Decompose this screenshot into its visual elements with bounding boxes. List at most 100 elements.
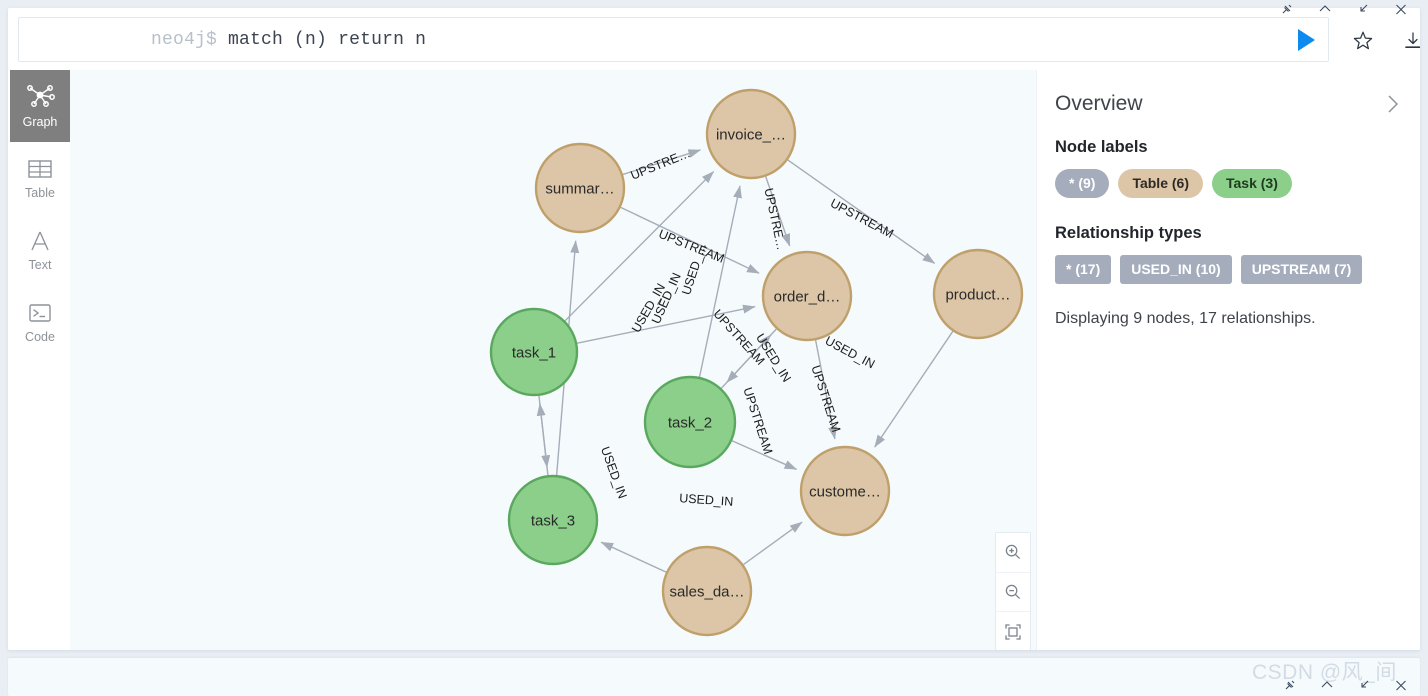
relationship-label: USED_IN xyxy=(753,331,794,384)
node-label-pill[interactable]: Table (6) xyxy=(1118,169,1203,198)
view-tab-code[interactable]: Code xyxy=(10,286,70,358)
restore-down-icon[interactable] xyxy=(1356,2,1370,16)
graph-edge[interactable] xyxy=(600,541,667,573)
graph-node[interactable]: order_d… xyxy=(761,250,853,342)
relationship-label: UPSTREAM xyxy=(808,364,843,434)
graph-edge[interactable] xyxy=(620,206,760,274)
graph-node-circle[interactable] xyxy=(507,474,599,566)
graph-node[interactable]: invoice_… xyxy=(705,88,797,180)
view-tab-code-label: Code xyxy=(25,329,55,344)
restore-down-icon[interactable] xyxy=(1357,678,1371,696)
chevron-up-icon[interactable] xyxy=(1320,678,1334,696)
graph-edge[interactable] xyxy=(874,330,954,448)
node-labels-heading: Node labels xyxy=(1055,138,1148,156)
relationship-label: USED_IN xyxy=(679,491,734,509)
pin-icon[interactable] xyxy=(1283,678,1297,696)
graph-node-circle[interactable] xyxy=(705,88,797,180)
view-tab-graph[interactable]: Graph xyxy=(10,70,70,142)
pin-icon[interactable] xyxy=(1280,2,1294,16)
relationship-type-chip[interactable]: * (17) xyxy=(1055,254,1112,284)
graph-edge[interactable] xyxy=(743,521,803,566)
relationship-label: UPSTRE… xyxy=(629,146,693,183)
chevron-up-icon[interactable] xyxy=(1318,2,1332,16)
cypher-prompt: neo4j$ xyxy=(151,29,229,50)
favorite-button[interactable] xyxy=(1350,28,1376,54)
graph-icon xyxy=(27,84,55,107)
graph-edge[interactable] xyxy=(698,185,742,378)
fit-to-screen-button[interactable] xyxy=(996,611,1030,650)
node-label-pill[interactable]: * (9) xyxy=(1055,169,1110,198)
results-pane: Graph Table Text xyxy=(8,70,1420,650)
view-tab-graph-label: Graph xyxy=(22,114,58,129)
graph-edge[interactable] xyxy=(787,159,936,265)
graph-node[interactable]: product… xyxy=(932,248,1024,340)
download-icon xyxy=(1405,32,1420,48)
query-input[interactable]: neo4j$ match (n) return n xyxy=(18,17,1329,62)
code-icon xyxy=(29,303,51,322)
nodes-layer: invoice_… summar… product… order_d… custome…… xyxy=(489,88,1024,637)
view-switcher: Graph Table Text xyxy=(10,70,71,650)
relationship-label: UPSTREAM xyxy=(828,196,896,241)
star-icon xyxy=(1353,31,1373,50)
overview-collapse-button[interactable] xyxy=(1385,92,1402,116)
relationship-type-chip-row: * (17) USED_IN (10) UPSTREAM (7) xyxy=(1055,254,1402,284)
graph-node-circle[interactable] xyxy=(489,307,579,397)
graph-zoom-controls xyxy=(995,532,1031,650)
graph-node[interactable]: task_2 xyxy=(643,375,737,469)
graph-edge[interactable] xyxy=(726,328,777,383)
overview-panel: Overview Node labels * (9) Table (6) Task … xyxy=(1036,70,1420,650)
lower-panel-strip xyxy=(8,658,1420,696)
zoom-in-icon xyxy=(1005,545,1021,560)
overview-summary: Displaying 9 nodes, 17 relationships. xyxy=(1055,309,1316,327)
bottom-window-icons xyxy=(1283,678,1428,696)
view-tab-text[interactable]: Text xyxy=(10,214,70,286)
overview-title: Overview xyxy=(1055,92,1143,115)
relationship-label: USED_… xyxy=(679,241,709,297)
graph-node-circle[interactable] xyxy=(932,248,1024,340)
node-label-pill-row: * (9) Table (6) Task (3) xyxy=(1055,169,1402,198)
view-tab-table-label: Table xyxy=(25,185,55,200)
relationship-type-chip[interactable]: UPSTREAM (7) xyxy=(1240,254,1363,284)
relationship-type-chip[interactable]: USED_IN (10) xyxy=(1120,254,1232,284)
graph-node-circle[interactable] xyxy=(661,545,753,637)
graph-node-circle[interactable] xyxy=(761,250,853,342)
close-icon[interactable] xyxy=(1394,678,1408,696)
graph-edge[interactable] xyxy=(576,304,756,344)
relationship-label: UPSTRE… xyxy=(761,187,788,252)
relationship-label: USED_IN xyxy=(598,445,630,501)
view-tab-table[interactable]: Table xyxy=(10,142,70,214)
zoom-out-icon xyxy=(1005,584,1021,600)
run-query-button[interactable] xyxy=(1283,17,1329,62)
download-button[interactable] xyxy=(1400,28,1420,54)
graph-node-circle[interactable] xyxy=(534,142,626,234)
graph-node[interactable]: task_1 xyxy=(489,307,579,397)
graph-edge[interactable] xyxy=(765,176,791,247)
graph-edge[interactable] xyxy=(622,149,701,176)
overview-header: Overview xyxy=(1055,92,1402,116)
graph-edge[interactable] xyxy=(731,440,798,471)
graph-node[interactable]: custome… xyxy=(799,445,891,537)
text-icon xyxy=(31,231,49,250)
view-tab-text-label: Text xyxy=(28,257,52,272)
relationship-label: USED_IN xyxy=(649,271,684,326)
graph-node-circle[interactable] xyxy=(643,375,737,469)
window-chrome-icons xyxy=(1280,0,1428,16)
relationship-label: USED_IN xyxy=(629,281,668,335)
graph-node-circle[interactable] xyxy=(799,445,891,537)
fit-to-screen-icon xyxy=(1005,624,1021,640)
graph-edge[interactable] xyxy=(538,395,551,468)
zoom-out-button[interactable] xyxy=(996,571,1030,612)
graph-edge[interactable] xyxy=(564,171,715,322)
close-icon[interactable] xyxy=(1394,2,1408,16)
zoom-in-button[interactable] xyxy=(996,533,1030,572)
chevron-right-icon xyxy=(1388,95,1399,113)
relationship-label: UPSTREAM xyxy=(740,386,775,456)
relationship-label: USED_IN xyxy=(823,334,877,372)
graph-edge[interactable] xyxy=(814,340,837,440)
play-icon xyxy=(1298,28,1315,51)
graph-node[interactable]: summar… xyxy=(534,142,626,234)
node-label-pill[interactable]: Task (3) xyxy=(1211,169,1292,198)
graph-node[interactable]: task_3 xyxy=(507,474,599,566)
cypher-query-text: match (n) return n xyxy=(228,29,427,50)
graph-node[interactable]: sales_da… xyxy=(661,545,753,637)
